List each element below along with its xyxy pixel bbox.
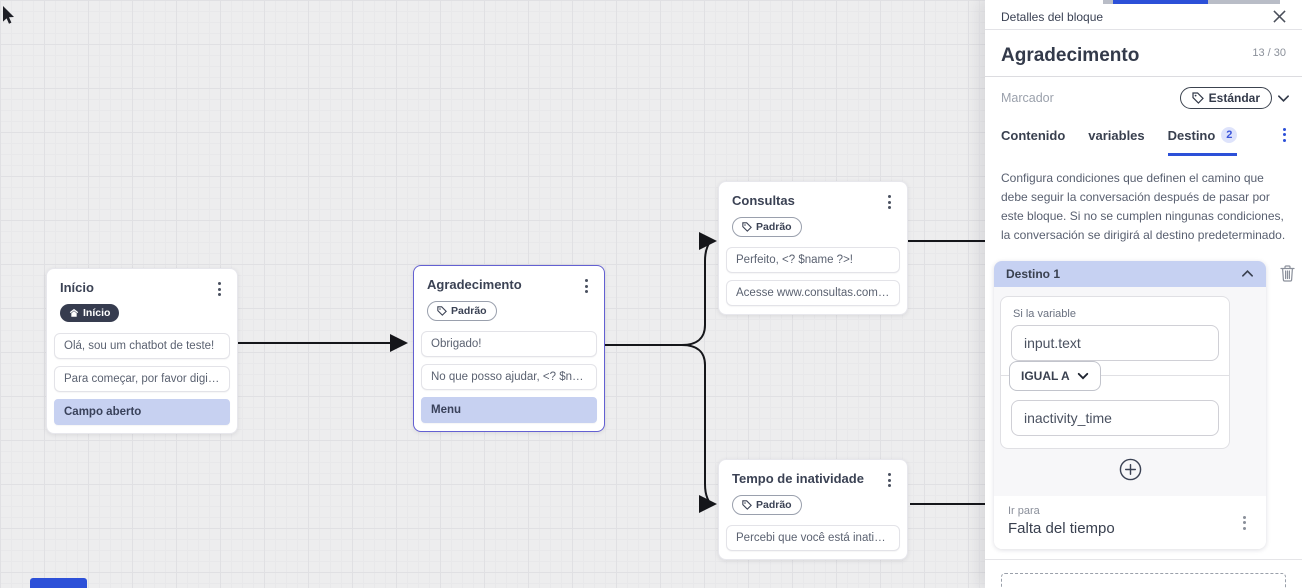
condition-card: Si la variable input.text IGUAL A inacti… (1000, 295, 1230, 449)
node-agradecimento[interactable]: Agradecimento Padrão Obrigado! No que po… (413, 265, 605, 432)
plus-circle-icon (1119, 458, 1141, 481)
close-icon[interactable] (1273, 10, 1286, 23)
flow-canvas[interactable]: Início Início Olá, sou um chatbot de tes… (0, 0, 985, 588)
block-name: Agradecimento (1001, 45, 1140, 66)
destino-count-badge: 2 (1221, 127, 1238, 143)
mouse-cursor-icon (3, 6, 14, 24)
standard-badge: Padrão (732, 495, 802, 515)
node-menu-button[interactable] (884, 471, 895, 489)
block-details-panel: Detalles del bloque Agradecimento 13 / 3… (985, 0, 1302, 588)
cropped-bottom-toolbar (30, 578, 87, 588)
node-tempo-inatividade[interactable]: Tempo de inatividade Padrão Percebi que … (718, 459, 908, 560)
node-consultas[interactable]: Consultas Padrão Perfeito, <? $name ?>! … (718, 181, 908, 315)
add-destination-button[interactable]: Agregar destino (1001, 572, 1286, 588)
tabs-menu-button[interactable] (1279, 126, 1290, 144)
add-condition-button[interactable] (1119, 458, 1142, 481)
message-row[interactable]: Obrigado! (421, 330, 597, 357)
message-row[interactable]: Olá, sou um chatbot de teste! (54, 332, 230, 359)
node-title: Tempo de inatividade (732, 471, 864, 486)
node-menu-button[interactable] (884, 193, 895, 211)
node-inicio[interactable]: Início Início Olá, sou um chatbot de tes… (46, 268, 238, 434)
goto-value: Falta del tiempo (1008, 519, 1115, 537)
node-title: Agradecimento (427, 277, 522, 292)
operator-select[interactable]: IGUAL A (1009, 360, 1101, 391)
chevron-down-icon (1077, 372, 1088, 380)
open-field-row[interactable]: Campo aberto (54, 398, 230, 425)
node-title: Início (60, 280, 94, 295)
char-counter: 13 / 30 (1252, 47, 1286, 59)
marker-label: Marcador (1001, 91, 1054, 105)
goto-row[interactable]: Ir para Falta del tiempo (994, 495, 1266, 549)
destination-card: Destino 1 Si la variable input.text IGUA… (994, 260, 1266, 549)
goto-label: Ir para (1008, 504, 1040, 517)
tab-variables[interactable]: variables (1088, 127, 1145, 143)
message-row[interactable]: Acesse www.consultas.com par... (726, 279, 900, 306)
trash-icon (1280, 265, 1295, 282)
message-row[interactable]: Perfeito, <? $name ?>! (726, 246, 900, 273)
goto-menu-button[interactable] (1239, 514, 1250, 532)
tag-icon (437, 306, 447, 316)
panel-title: Detalles del bloque (1001, 9, 1104, 24)
node-menu-button[interactable] (581, 277, 592, 295)
standard-badge: Padrão (732, 217, 802, 237)
destination-title: Destino 1 (1006, 266, 1061, 281)
tag-icon (742, 500, 752, 510)
variable-input[interactable]: input.text (1011, 324, 1219, 361)
home-icon (69, 308, 79, 317)
tab-destino[interactable]: Destino 2 (1167, 119, 1238, 156)
cropped-top-tabstrip (1103, 0, 1280, 4)
condition-label: Si la variable (1013, 307, 1076, 320)
message-row[interactable]: Percebi que você está inativo. C... (726, 524, 900, 551)
standard-badge: Padrão (427, 301, 497, 321)
destination-card-header[interactable]: Destino 1 (994, 260, 1266, 287)
start-badge: Início (60, 304, 120, 322)
tab-contenido[interactable]: Contenido (1001, 127, 1066, 143)
menu-row[interactable]: Menu (421, 396, 597, 423)
node-title: Consultas (732, 193, 795, 208)
delete-destination-button[interactable] (1280, 265, 1295, 287)
compare-value-input[interactable]: inactivity_time (1011, 399, 1219, 436)
message-row[interactable]: Para começar, por favor digite o ... (54, 365, 230, 392)
message-row[interactable]: No que posso ajudar, <? $name ... (421, 363, 597, 390)
tag-icon (1192, 92, 1204, 104)
marker-select[interactable]: Estándar (1179, 87, 1272, 109)
tag-icon (742, 222, 752, 232)
chevron-down-icon[interactable] (1277, 92, 1290, 105)
node-menu-button[interactable] (214, 280, 225, 298)
destination-description: Configura condiciones que definen el cam… (1001, 171, 1286, 242)
chevron-up-icon[interactable] (1241, 267, 1254, 280)
